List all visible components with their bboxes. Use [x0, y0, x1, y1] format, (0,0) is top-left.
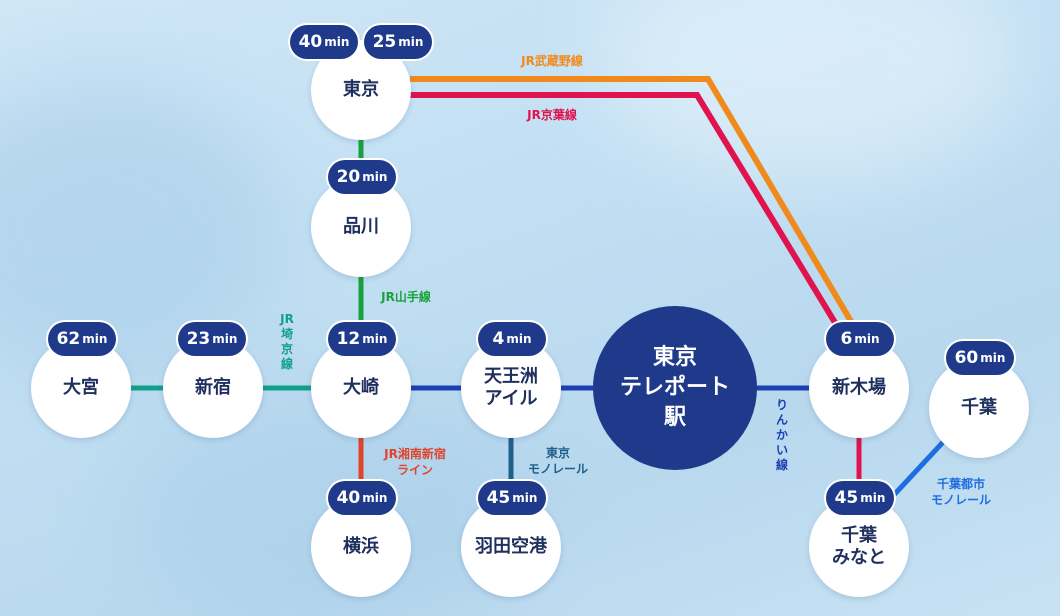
- badge-unit: min: [512, 491, 538, 505]
- station-name: 東京: [343, 79, 379, 100]
- label-jr-saikyo: JR埼京線: [280, 312, 294, 371]
- badge-value: 12: [336, 329, 361, 349]
- badge-value: 23: [186, 329, 211, 349]
- station-name: 千葉: [961, 397, 997, 418]
- badge-unit: min: [324, 35, 350, 49]
- badge-value: 6: [840, 329, 853, 349]
- badge-unit: min: [506, 332, 532, 346]
- badge-value: 40: [336, 488, 361, 508]
- badge-unit: min: [980, 351, 1006, 365]
- station-name: 千葉 みなと: [832, 525, 886, 568]
- badge-value: 62: [56, 329, 81, 349]
- label-jr-yamanote: JR山手線: [381, 290, 431, 304]
- station-shinagawa[interactable]: 品川: [311, 177, 411, 277]
- station-name: 羽田空港: [475, 536, 547, 557]
- badge-value: 45: [486, 488, 511, 508]
- badge-unit: min: [212, 332, 238, 346]
- station-name: 天王洲 アイル: [484, 366, 538, 409]
- badge-unit: min: [398, 35, 424, 49]
- badge-unit: min: [82, 332, 108, 346]
- label-jr-shonan-shinjuku: JR湘南新宿 ライン: [384, 447, 446, 477]
- line-jr-musashino: [410, 76, 865, 342]
- badge-value: 4: [492, 329, 505, 349]
- line-jr-keiyo: [410, 92, 851, 346]
- station-shinkiba[interactable]: 新木場: [809, 338, 909, 438]
- hub-name: 東京 テレポート 駅: [619, 345, 730, 430]
- label-chiba-monorail: 千葉都市 モノレール: [930, 477, 991, 507]
- station-name: 新宿: [195, 377, 231, 398]
- hub-tokyo-teleport[interactable]: 東京 テレポート 駅: [593, 306, 757, 470]
- badge-value: 20: [336, 167, 361, 187]
- badge-value: 60: [954, 348, 979, 368]
- station-name: 横浜: [343, 536, 379, 557]
- badge-value: 25: [372, 32, 397, 52]
- badge-unit: min: [362, 170, 388, 184]
- badge-value: 45: [834, 488, 859, 508]
- line-chiba-monorail: [890, 438, 947, 499]
- badge-unit: min: [362, 491, 388, 505]
- label-jr-keiyo: JR京葉線: [527, 108, 577, 122]
- badge-value: 40: [298, 32, 323, 52]
- badge-unit: min: [860, 491, 886, 505]
- station-name: 新木場: [832, 377, 886, 398]
- badge-unit: min: [854, 332, 880, 346]
- station-name: 品川: [343, 216, 379, 237]
- label-rinkai: りんかい線: [775, 398, 788, 472]
- station-name: 大宮: [63, 377, 99, 398]
- label-tokyo-monorail: 東京 モノレール: [527, 446, 588, 476]
- label-jr-musashino: JR武蔵野線: [521, 54, 583, 68]
- badge-unit: min: [362, 332, 388, 346]
- station-name: 大崎: [343, 377, 379, 398]
